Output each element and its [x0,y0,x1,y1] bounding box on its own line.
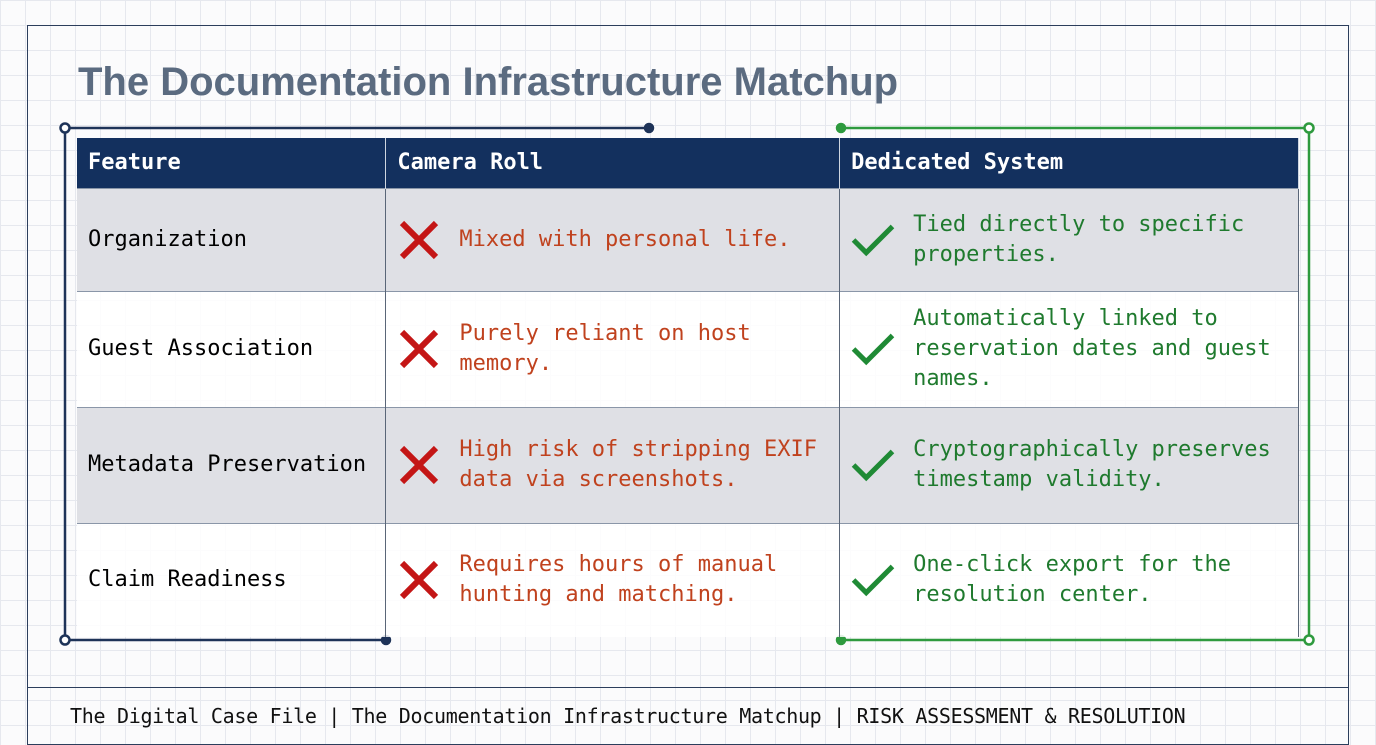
camera-roll-cell: Purely reliant on host memory. [385,290,841,407]
checkmark-icon [851,327,895,371]
camera-roll-bracket [59,122,655,646]
checkmark-icon [851,443,895,487]
camera-roll-text: Requires hours of manual hunting and mat… [459,552,778,608]
dedicated-system-cell: Tied directly to specific properties. [839,187,1299,291]
feature-label: Organization [88,226,247,252]
comparison-table: Feature Camera Roll Dedicated System Org… [77,138,1299,637]
footer-divider [27,687,1349,688]
checkmark-icon [851,218,895,262]
table-header: Feature Camera Roll Dedicated System [77,138,1299,188]
feature-label: Metadata Preservation [88,452,367,477]
camera-roll-cell: Mixed with personal life. [385,187,841,291]
table-row: Claim Readiness Requires hours of manual… [77,522,1299,637]
camera-roll-text: Purely reliant on host memory. [459,321,751,376]
x-mark-icon [397,558,441,602]
page-title: The Documentation Infrastructure Matchup [78,60,899,104]
x-mark-icon [397,327,441,371]
header-dedicated-system: Dedicated System [839,138,1299,188]
dedicated-system-text: Cryptographically preserves timestamp va… [913,437,1271,492]
camera-roll-text: High risk of stripping EXIF data via scr… [459,437,817,492]
camera-roll-cell: High risk of stripping EXIF data via scr… [385,406,841,523]
table-row: Metadata Preservation High risk of strip… [77,406,1299,523]
feature-cell: Claim Readiness [77,522,387,637]
camera-roll-text: Mixed with personal life. [459,226,791,252]
dedicated-system-cell: Automatically linked to reservation date… [839,290,1299,407]
header-feature: Feature [77,138,387,188]
feature-label: Claim Readiness [88,567,287,593]
camera-roll-cell: Requires hours of manual hunting and mat… [385,522,841,637]
checkmark-icon [851,558,895,602]
dedicated-system-text: Automatically linked to reservation date… [913,306,1271,391]
footer-text: The Digital Case File | The Documentatio… [70,704,1186,728]
dedicated-system-text: One-click export for the resolution cent… [913,552,1232,608]
x-mark-icon [397,218,441,262]
table-row: Guest Association Purely reliant on host… [77,290,1299,407]
table-row: Organization Mixed with personal life. T… [77,187,1299,291]
dedicated-system-bracket [835,122,1315,646]
feature-cell: Organization [77,187,387,291]
dedicated-system-cell: One-click export for the resolution cent… [839,522,1299,637]
feature-label: Guest Association [88,336,314,361]
feature-cell: Guest Association [77,290,387,407]
feature-cell: Metadata Preservation [77,406,387,523]
x-mark-icon [397,443,441,487]
dedicated-system-cell: Cryptographically preserves timestamp va… [839,406,1299,523]
header-camera-roll: Camera Roll [385,138,841,188]
dedicated-system-text: Tied directly to specific properties. [913,211,1245,267]
